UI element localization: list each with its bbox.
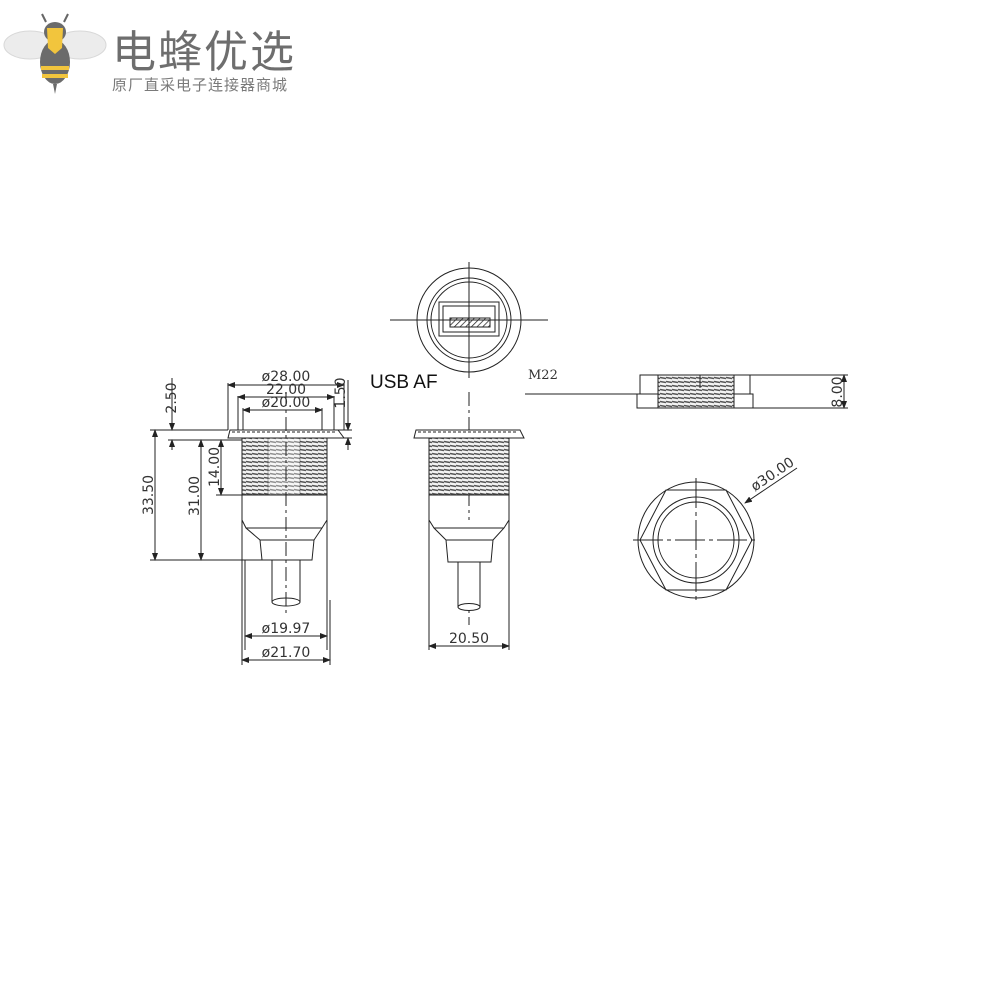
nut-side-view (525, 374, 848, 409)
dim-nut-diameter: ø30.00 (748, 454, 797, 494)
brand-title: 电蜂优选 (112, 27, 296, 78)
dim-inner-diameter: ø20.00 (262, 395, 311, 411)
product-label: USB AF (370, 372, 438, 393)
brand-subtitle: 原厂直采电子连接器商城 (112, 76, 289, 94)
dim-body-width: 20.50 (449, 631, 489, 647)
dim-flange-diameter: ø28.00 (262, 369, 311, 385)
dim-lower-diameter-1997: ø19.97 (262, 621, 311, 637)
dim-width-22: 22.00 (266, 382, 306, 398)
dim-body-length: 31.00 (187, 476, 203, 516)
brand-logo: 电蜂优选 原厂直采电子连接器商城 (0, 0, 320, 105)
usb-face-view (390, 262, 548, 378)
dim-flange-thickness: 1.50 (333, 377, 349, 408)
front-view-center (413, 392, 525, 650)
dim-total-length: 33.50 (141, 475, 157, 515)
dim-flange-step: 2.50 (164, 382, 180, 413)
bee-icon (3, 13, 107, 94)
side-view-left (150, 378, 352, 665)
dim-lower-diameter-2170: ø21.70 (262, 645, 311, 661)
thread-label: M22 (528, 368, 558, 383)
dim-nut-height: 8.00 (830, 376, 846, 407)
dim-thread-length: 14.00 (207, 447, 223, 487)
nut-top-view (633, 467, 798, 602)
